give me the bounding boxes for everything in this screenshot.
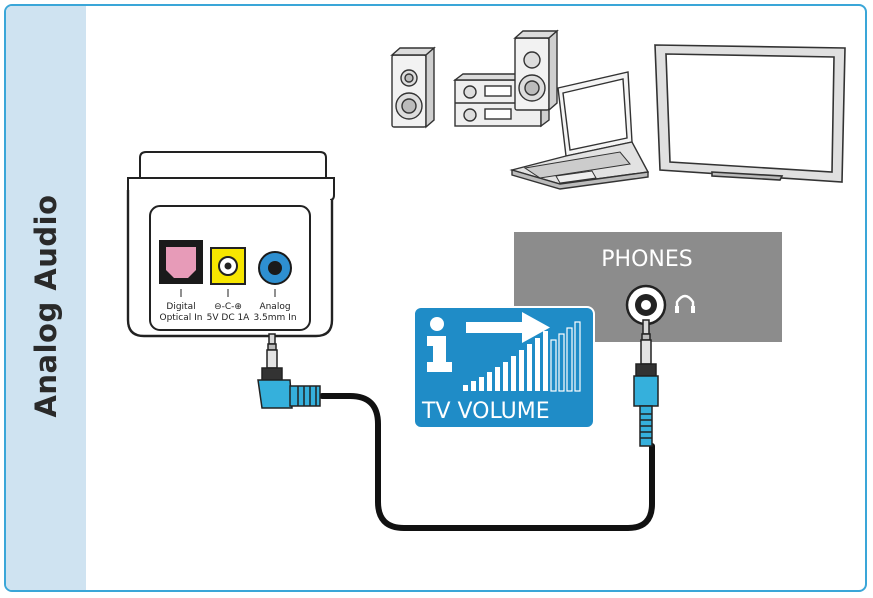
right-angle-plug	[257, 333, 321, 409]
phones-label: PHONES	[601, 247, 692, 272]
volume-bars-icon	[463, 321, 581, 392]
headphones-icon	[675, 294, 695, 313]
info-icon	[427, 317, 452, 372]
sidebar: Analog Audio	[6, 6, 86, 590]
tv-volume-badge: TV VOLUME	[413, 306, 595, 429]
arrow-right-icon	[466, 312, 550, 343]
power-polarity-symbol: ⊖-C-⊕	[214, 302, 242, 312]
analog-input-label-line2: 3.5mm In	[253, 313, 296, 323]
analog-input-label-line1: Analog	[259, 302, 290, 312]
optical-input-label-line1: Digital	[166, 302, 195, 312]
stereo-system-icon	[390, 29, 559, 129]
power-input-label: 5V DC 1A	[207, 313, 251, 323]
audio-cable	[319, 393, 655, 531]
straight-plug	[633, 319, 659, 447]
laptop-icon	[509, 71, 650, 190]
tv-volume-label: TV VOLUME	[421, 399, 550, 424]
television-icon	[654, 44, 846, 183]
optical-input-label-line2: Optical In	[159, 313, 202, 323]
transmitter-device: Digital Optical In ⊖-C-⊕ 5V DC 1A Analog…	[126, 151, 335, 338]
